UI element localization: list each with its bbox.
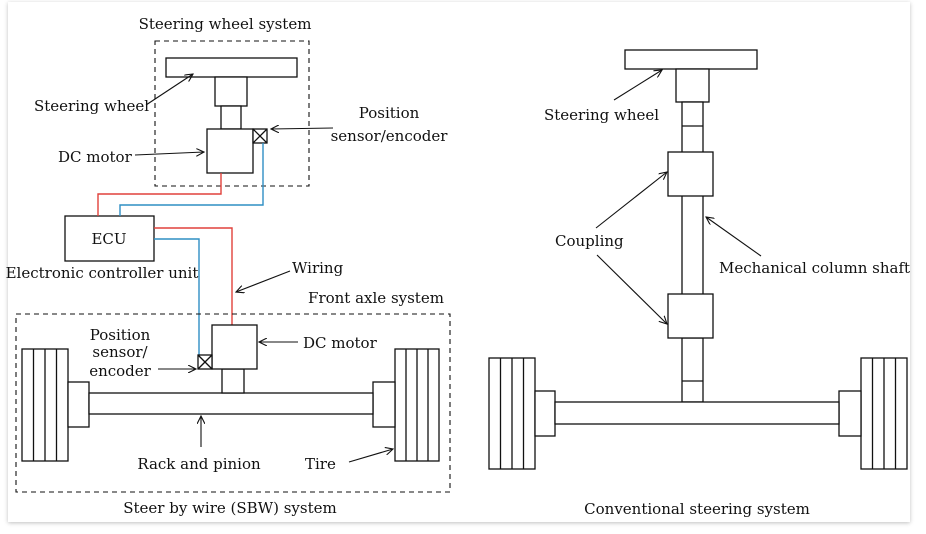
conv-left-tire	[488, 357, 536, 470]
sbw-caption: Steer by wire (SBW) system	[123, 499, 336, 517]
sbw-rack	[88, 392, 374, 415]
sbw-position-sensor-bottom-label-1: Position	[90, 326, 151, 344]
conv-caption: Conventional steering system	[584, 500, 810, 518]
steering-wheel-system-label: Steering wheel system	[139, 15, 312, 33]
sbw-system: Steering wheel system Steering wheel DC …	[6, 15, 451, 517]
steering-wheel-system-boundary	[154, 40, 310, 187]
sbw-left-hub	[67, 381, 90, 428]
sbw-steering-wheel	[165, 57, 298, 78]
sbw-position-sensor-top	[252, 128, 268, 144]
sbw-dc-motor-top-pointer	[134, 152, 204, 155]
conv-steering-wheel-label: Steering wheel	[544, 106, 659, 124]
sbw-steering-wheel-pointer	[145, 74, 193, 106]
front-axle-system-boundary	[15, 313, 451, 493]
conv-coupling-lower	[667, 293, 714, 339]
sbw-dc-motor-bottom-label: DC motor	[303, 334, 378, 352]
wiring-label: Wiring	[292, 259, 344, 277]
sbw-steering-wheel-label: Steering wheel	[34, 97, 149, 115]
sbw-position-sensor-bottom	[197, 354, 213, 370]
conv-mechanical-column-shaft-label: Mechanical column shaft	[719, 259, 910, 277]
wiring-pointer	[236, 270, 291, 292]
sbw-position-sensor-top-pointer	[271, 128, 334, 129]
ecu-full-label: Electronic controller unit	[6, 264, 199, 282]
conv-column-shaft-pointer	[706, 217, 762, 257]
tire-pointer	[348, 449, 393, 463]
front-axle-system-label: Front axle system	[308, 289, 444, 307]
conv-steering-hub	[675, 68, 710, 103]
conventional-system: Steering wheel Coupling Mechanical colum…	[488, 49, 910, 518]
conv-steering-wheel-pointer	[613, 70, 662, 101]
sbw-position-sensor-top-label-1: Position	[359, 104, 420, 122]
rack-and-pinion-label: Rack and pinion	[137, 455, 261, 473]
sbw-dc-motor-top	[206, 128, 254, 174]
signal-wire-bottom	[154, 238, 200, 355]
conv-steering-wheel	[624, 49, 758, 70]
conv-coupling-pointer-upper	[595, 172, 667, 229]
sbw-dc-motor-bottom	[211, 324, 258, 370]
ecu-label: ECU	[91, 230, 126, 248]
tire-label: Tire	[305, 455, 336, 473]
power-wire-top	[97, 173, 222, 216]
sbw-right-hub	[372, 381, 396, 428]
conv-right-tire	[860, 357, 908, 470]
sbw-position-sensor-bottom-label-2: sensor/	[92, 343, 148, 361]
sbw-position-sensor-top-label-2: sensor/encoder	[331, 127, 449, 145]
signal-wire-top	[119, 143, 264, 216]
sbw-right-tire	[394, 348, 440, 462]
figure-frame	[8, 2, 910, 522]
power-wire-bottom	[154, 227, 233, 325]
conv-coupling-label: Coupling	[555, 232, 624, 250]
conv-right-hub	[838, 390, 862, 437]
conv-coupling-upper	[667, 151, 714, 197]
conv-coupling-pointer-lower	[596, 254, 667, 324]
sbw-pinion	[221, 368, 245, 394]
conv-left-hub	[534, 390, 556, 437]
sbw-position-sensor-bottom-label-3: encoder	[89, 362, 151, 380]
sbw-steering-hub	[214, 76, 248, 107]
conv-rack	[554, 401, 840, 425]
sbw-steering-shaft	[220, 105, 242, 130]
conv-column-shaft	[681, 101, 704, 403]
sbw-left-tire	[21, 348, 69, 462]
sbw-dc-motor-top-label: DC motor	[58, 148, 133, 166]
